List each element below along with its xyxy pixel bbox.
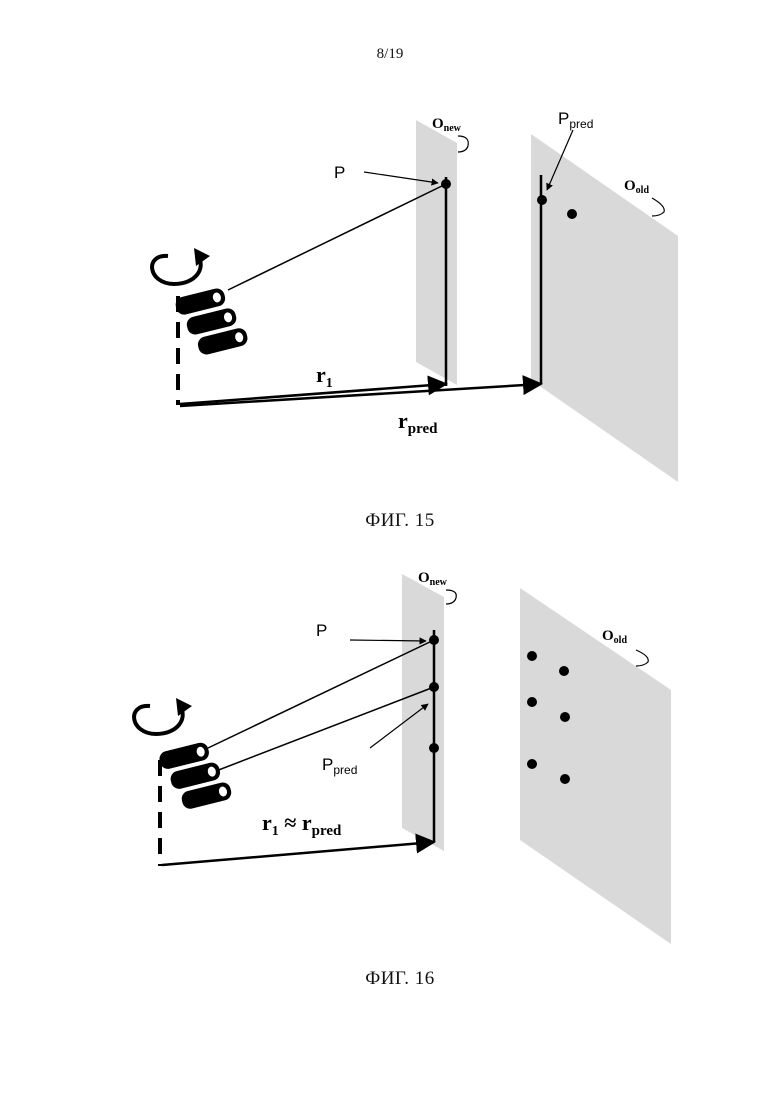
plane-o-new (416, 120, 457, 385)
vector-r1 (180, 384, 446, 404)
camera-icon (158, 738, 233, 813)
figure-16: Onew Oold P Ppred r1 ≈ rpred (134, 570, 671, 944)
point-old (567, 209, 577, 219)
point-old-4 (560, 712, 570, 722)
fig16-caption: ФИГ. 16 (0, 968, 780, 990)
p-label: P (316, 621, 327, 640)
point-p (429, 635, 439, 645)
ray-to-p (208, 640, 434, 748)
point-old-6 (560, 774, 570, 784)
o-old-label: Oold (624, 178, 649, 196)
point-old-5 (527, 759, 537, 769)
point-old-1 (527, 651, 537, 661)
p-pred-label: Ppred (558, 109, 593, 131)
o-new-leader (446, 590, 456, 604)
o-old-label: Oold (602, 628, 627, 646)
p-label: P (334, 163, 345, 182)
point-new-3 (429, 743, 439, 753)
vector-r-pred (180, 384, 541, 406)
o-new-leader (458, 136, 468, 152)
camera-icon (174, 284, 249, 359)
point-p (441, 179, 451, 189)
point-old-2 (559, 666, 569, 676)
o-new-label: Onew (418, 570, 448, 588)
point-p-pred (429, 682, 439, 692)
p-pred-label: Ppred (322, 755, 357, 777)
figure-15: Onew Oold P Ppred r1 rpred (152, 109, 678, 482)
ray-to-p (228, 184, 446, 290)
point-old-3 (527, 697, 537, 707)
relation-label: r1 ≈ rpred (262, 810, 342, 839)
vector-r1-approx-r-pred (162, 842, 434, 865)
r-pred-label: rpred (398, 408, 438, 437)
rotation-arrow-icon (152, 256, 201, 284)
point-p-pred (537, 195, 547, 205)
rotation-arrow-icon (134, 706, 183, 734)
plane-o-old (531, 134, 678, 482)
plane-o-new (402, 574, 444, 851)
fig15-caption: ФИГ. 15 (0, 510, 780, 532)
o-new-label: Onew (432, 116, 462, 134)
plane-o-old (520, 588, 671, 944)
o-old-leader (636, 650, 648, 666)
o-old-leader (652, 198, 664, 216)
r1-label: r1 (316, 362, 333, 391)
